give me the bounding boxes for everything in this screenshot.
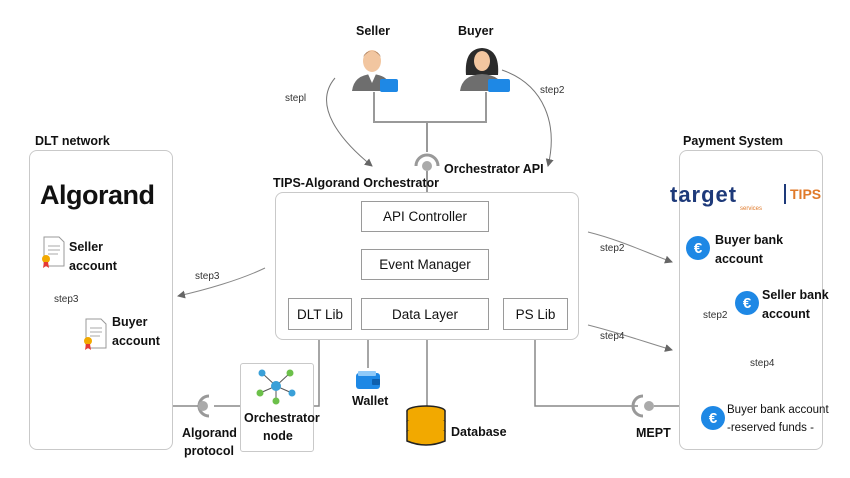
reserved-line1: Buyer bank account [727,404,829,416]
mept-label: MEPT [636,426,671,440]
orchestrator-node-line2: node [263,429,293,443]
wallet-label: Wallet [352,394,389,408]
step2-top-arrow [501,69,554,167]
reserved-euro-icon: € [701,406,725,430]
api-ball [422,161,432,171]
step2-right-label: step2 [600,243,625,254]
dlt-lib-box: DLT Lib [288,298,352,330]
dlt-network-panel [29,150,173,450]
database-icon [406,405,446,446]
dlt-step3-label: step3 [54,294,79,305]
seller-account-line1: Seller [69,240,104,254]
step2-right-arrow [587,231,673,264]
ps-step4-label: step4 [750,358,775,369]
seller-bank-euro-icon: € [735,291,759,315]
network-icon [256,369,296,405]
seller-account-document-icon [42,236,65,268]
buyer-bank-line1: Buyer bank [715,233,784,247]
event-manager-box: Event Manager [361,249,489,280]
buyer-account-document-icon [84,318,107,350]
api-controller-box: API Controller [361,201,489,232]
tips-logo: TIPS [790,186,822,202]
algorand-protocol-line1: Algorand [182,426,237,440]
orchestrator-node-box [240,363,314,452]
step4-right-arrow [587,324,673,352]
orchestrator-node-line1: Orchestrator [244,411,320,425]
data-layer-box: Data Layer [361,298,489,330]
seller-wallet-icon [380,79,398,92]
algorand-logo: Algorand [40,180,155,210]
ps-step2-label: step2 [703,310,728,321]
payment-system-title: Payment System [683,134,784,148]
step3-label: step3 [195,271,220,282]
seller-bank-line1: Seller bank [762,288,829,302]
buyer-account-line1: Buyer [112,315,148,329]
reserved-line2: -reserved funds - [727,422,814,434]
orchestrator-title: TIPS-Algorand Orchestrator [273,176,439,190]
mept-socket [631,394,644,418]
buyer-label: Buyer [458,24,494,38]
buyer-person-icon [460,48,510,92]
buyer-bank-line2: account [715,252,763,266]
step2-top-label: step2 [540,85,565,96]
step4-right-label: step4 [600,331,625,342]
target-tips-logo: target services TIPS [670,180,830,216]
target-services: services [740,206,763,212]
buyer-bank-euro-icon: € [686,236,710,260]
wallet-icon [356,371,380,389]
step3-arrow [177,267,266,299]
database-label: Database [451,425,507,439]
dlt-network-title: DLT network [35,134,110,148]
target-logo: target [670,182,738,207]
seller-bank-line2: account [762,307,810,321]
step1-arrow [326,77,373,167]
seller-label: Seller [356,24,391,38]
ps-lib-box: PS Lib [503,298,568,330]
buyer-account-line2: account [112,334,160,348]
orchestrator-api-label: Orchestrator API [444,162,544,176]
seller-account-line2: account [69,259,117,273]
step1-label: stepl [285,93,307,104]
algorand-protocol-line2: protocol [184,444,234,458]
buyer-wallet-icon [488,79,510,92]
seller-person-icon [352,50,398,92]
api-socket [414,153,440,167]
actors-connector [373,92,487,123]
